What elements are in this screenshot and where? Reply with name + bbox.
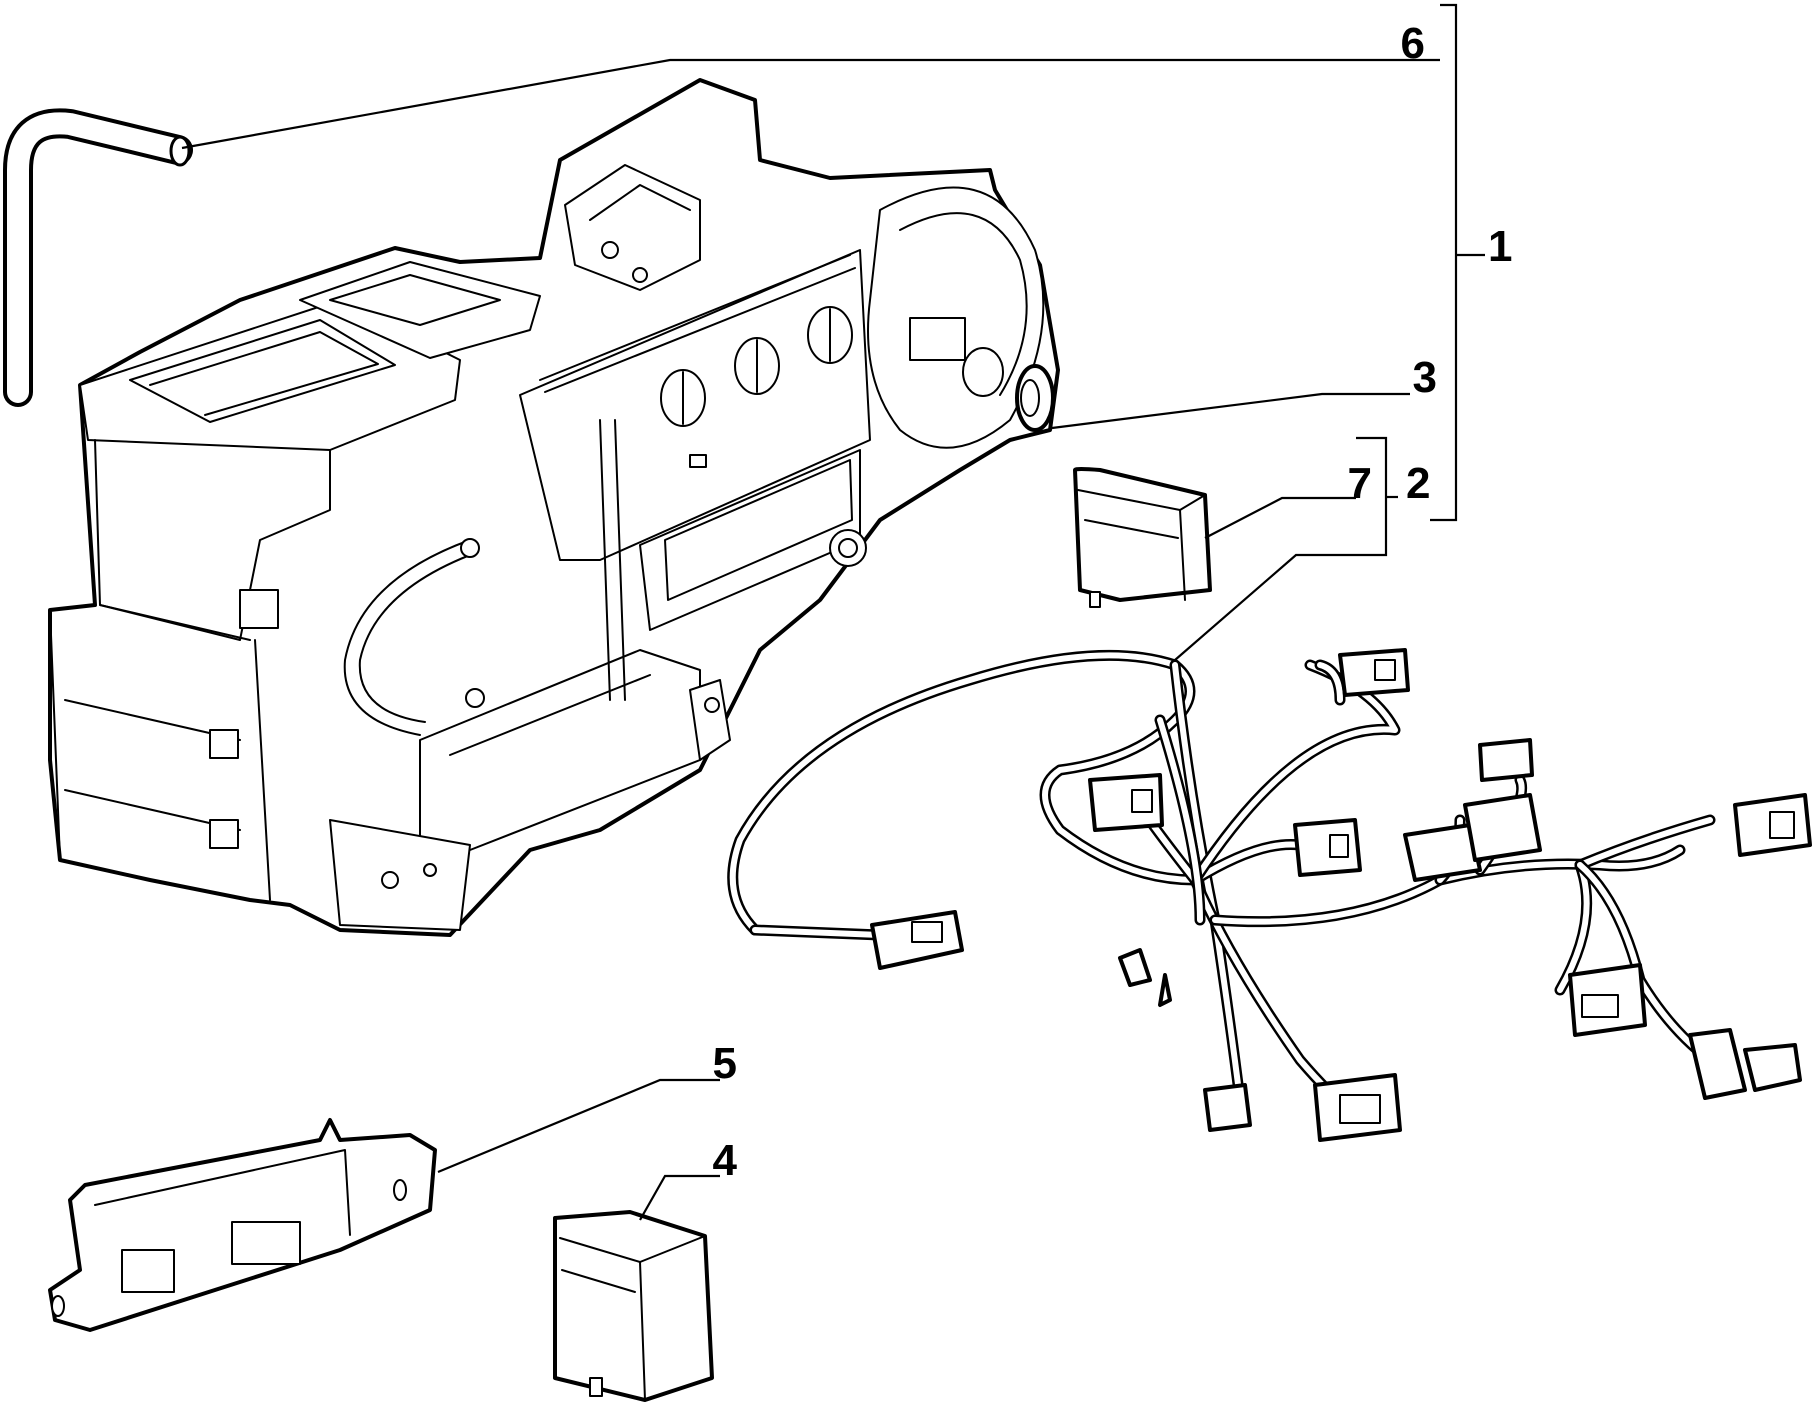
callout-3: 3 (1413, 353, 1437, 402)
callout-6: 6 (1401, 19, 1425, 68)
part-6-hose (3, 108, 193, 407)
callout-1: 1 (1488, 222, 1512, 271)
leader-lines (181, 3, 1485, 1221)
part-5-bracket (48, 1118, 437, 1332)
callout-7: 7 (1348, 459, 1372, 508)
part-2-wiring-harness (727, 648, 1812, 1142)
callout-labels: 6 1 3 7 2 5 4 (713, 19, 1513, 1185)
part-7-relay (1073, 467, 1212, 608)
part-4-relay (553, 1210, 714, 1402)
callout-5: 5 (713, 1039, 737, 1088)
callout-4: 4 (713, 1136, 738, 1185)
part-3-sensor (1015, 364, 1055, 432)
callout-2: 2 (1406, 459, 1430, 508)
part-1-heater-housing (48, 78, 1060, 937)
